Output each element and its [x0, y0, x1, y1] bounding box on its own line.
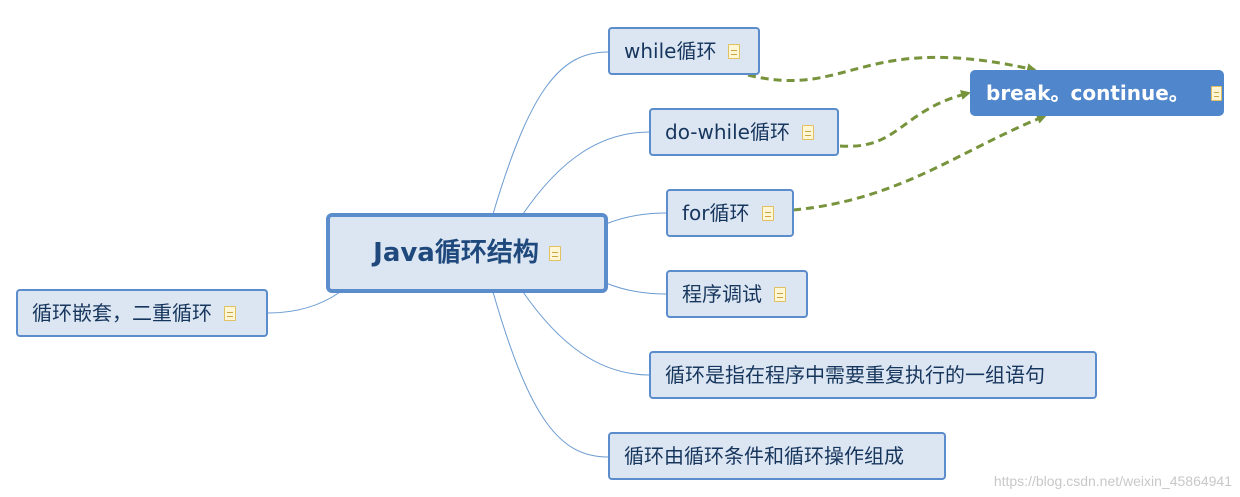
- note-icon[interactable]: [548, 245, 561, 261]
- relationship-while-break[interactable]: [747, 55, 1037, 83]
- topic-label: 循环是指在程序中需要重复执行的一组语句: [665, 363, 1045, 387]
- topic-do-while-loop[interactable]: do-while循环: [649, 108, 839, 156]
- note-icon[interactable]: [728, 43, 741, 59]
- note-icon[interactable]: [761, 205, 774, 221]
- branch-line-while: [492, 51, 609, 215]
- central-topic-label: Java循环结构: [373, 238, 539, 268]
- topic-label: 循环由循环条件和循环操作组成: [624, 444, 904, 468]
- branch-line-for: [605, 212, 668, 225]
- floating-topic-break-continue[interactable]: break。continue。: [970, 70, 1224, 116]
- central-topic[interactable]: Java循环结构: [326, 213, 608, 293]
- topic-loop-composition[interactable]: 循环由循环条件和循环操作组成: [608, 432, 946, 480]
- branch-line-do-while: [522, 131, 651, 215]
- topic-program-debugging[interactable]: 程序调试: [666, 270, 808, 318]
- topic-loop-definition[interactable]: 循环是指在程序中需要重复执行的一组语句: [649, 351, 1097, 399]
- branch-line-definition: [522, 291, 651, 376]
- note-icon[interactable]: [1210, 85, 1222, 101]
- topic-label: while循环: [624, 39, 717, 63]
- topic-label: 循环嵌套，二重循环: [32, 301, 212, 325]
- topic-label: do-while循环: [665, 120, 790, 144]
- relationship-dowhile-break[interactable]: [839, 90, 971, 148]
- branch-line-nested: [267, 291, 341, 314]
- topic-nested-loops[interactable]: 循环嵌套，二重循环: [16, 289, 268, 337]
- note-icon[interactable]: [801, 124, 814, 140]
- floating-topic-label: break。continue。: [986, 81, 1189, 105]
- topic-label: 程序调试: [682, 282, 762, 306]
- note-icon[interactable]: [774, 286, 786, 302]
- branch-line-composition: [492, 291, 609, 458]
- topic-while-loop[interactable]: while循环: [608, 27, 760, 75]
- branch-line-debug: [605, 282, 668, 295]
- note-icon[interactable]: [224, 305, 236, 321]
- relationship-for-break[interactable]: [792, 114, 1047, 212]
- topic-for-loop[interactable]: for循环: [666, 189, 794, 237]
- topic-label: for循环: [682, 201, 750, 225]
- watermark: https://blog.csdn.net/weixin_45864941: [993, 473, 1232, 489]
